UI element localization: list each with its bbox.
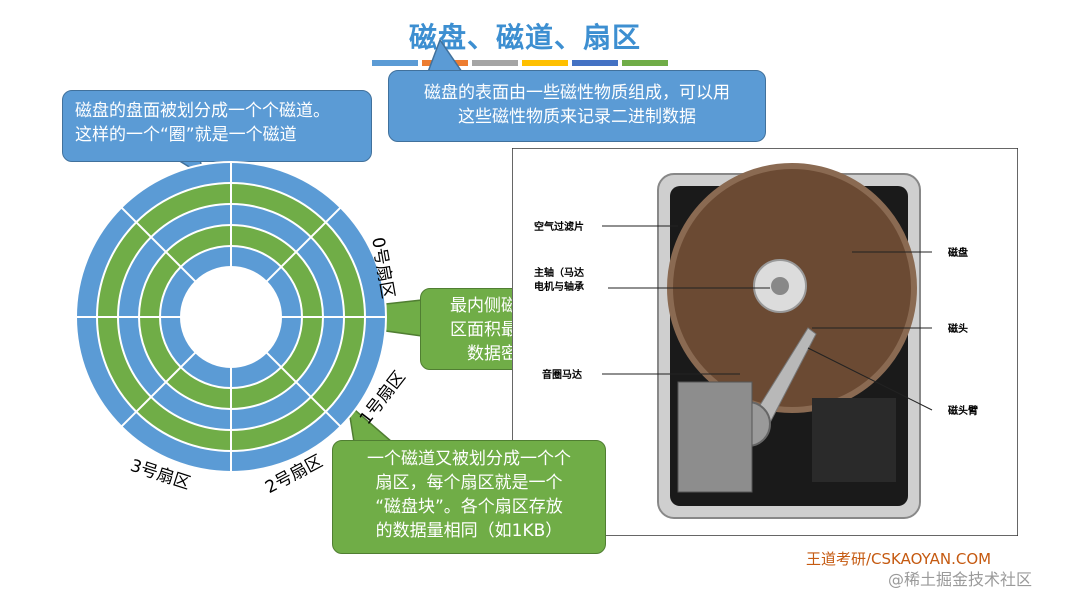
head-label: 磁头 — [948, 322, 968, 335]
hard-drive-illustration — [657, 163, 921, 519]
arm-label: 磁头臂 — [948, 404, 978, 417]
sector-boundary — [120, 206, 197, 283]
color-bar-segment — [422, 60, 468, 66]
actuator-assembly — [677, 381, 753, 493]
hard-drive-photo: 空气过滤片 主轴（马达 电机与轴承 音圈马达 磁盘 磁头 磁头臂 — [512, 148, 1018, 536]
voice-coil-label: 音圈马达 — [542, 368, 582, 381]
title-color-bar — [372, 60, 668, 66]
callout-line: 磁盘的表面由一些磁性物质组成，可以用 — [424, 83, 730, 103]
track-callout: 磁盘的盘面被划分成一个个磁道。 这样的一个“圈”就是一个磁道 — [62, 90, 372, 162]
footer-credit: 王道考研/CSKAOYAN.COM — [806, 550, 992, 568]
callout-line: 这样的一个“圈”就是一个磁道 — [75, 125, 297, 145]
color-bar-segment — [522, 60, 568, 66]
callout-line: “磁盘块”。各个扇区存放 — [375, 497, 563, 517]
sector-boundary — [265, 206, 342, 283]
callout-line: 磁盘的盘面被划分成一个个磁道。 — [75, 101, 330, 121]
sector-callout: 一个磁道又被划分成一个个 扇区，每个扇区就是一个 “磁盘块”。各个扇区存放 的数… — [332, 440, 606, 554]
page-title: 磁盘、磁道、扇区 — [408, 21, 641, 54]
watermark: @稀土掘金技术社区 — [888, 570, 1033, 589]
callout-line: 这些磁性物质来记录二进制数据 — [458, 107, 696, 127]
callout-line: 一个磁道又被划分成一个个 — [367, 449, 571, 469]
color-bar-segment — [622, 60, 668, 66]
spindle-center — [771, 277, 789, 295]
platter-label: 磁盘 — [948, 246, 968, 259]
color-bar-segment — [472, 60, 518, 66]
color-bar-segment — [572, 60, 618, 66]
callout-line: 扇区，每个扇区就是一个 — [375, 473, 563, 493]
spindle-label: 主轴（马达 — [534, 266, 584, 279]
spindle-label-line2: 电机与轴承 — [534, 280, 584, 293]
disk-center-hole — [181, 267, 281, 367]
sector-boundary — [265, 351, 342, 428]
color-bar-segment — [372, 60, 418, 66]
connector-block — [812, 398, 896, 482]
sector-boundary — [120, 351, 197, 428]
photo-leader-lines — [602, 225, 933, 411]
disk-platter-diagram — [75, 161, 387, 473]
air-filter-label: 空气过滤片 — [534, 220, 584, 233]
callout-line: 的数据量相同（如1KB） — [375, 521, 563, 541]
surface-callout: 磁盘的表面由一些磁性物质组成，可以用 这些磁性物质来记录二进制数据 — [388, 70, 766, 142]
